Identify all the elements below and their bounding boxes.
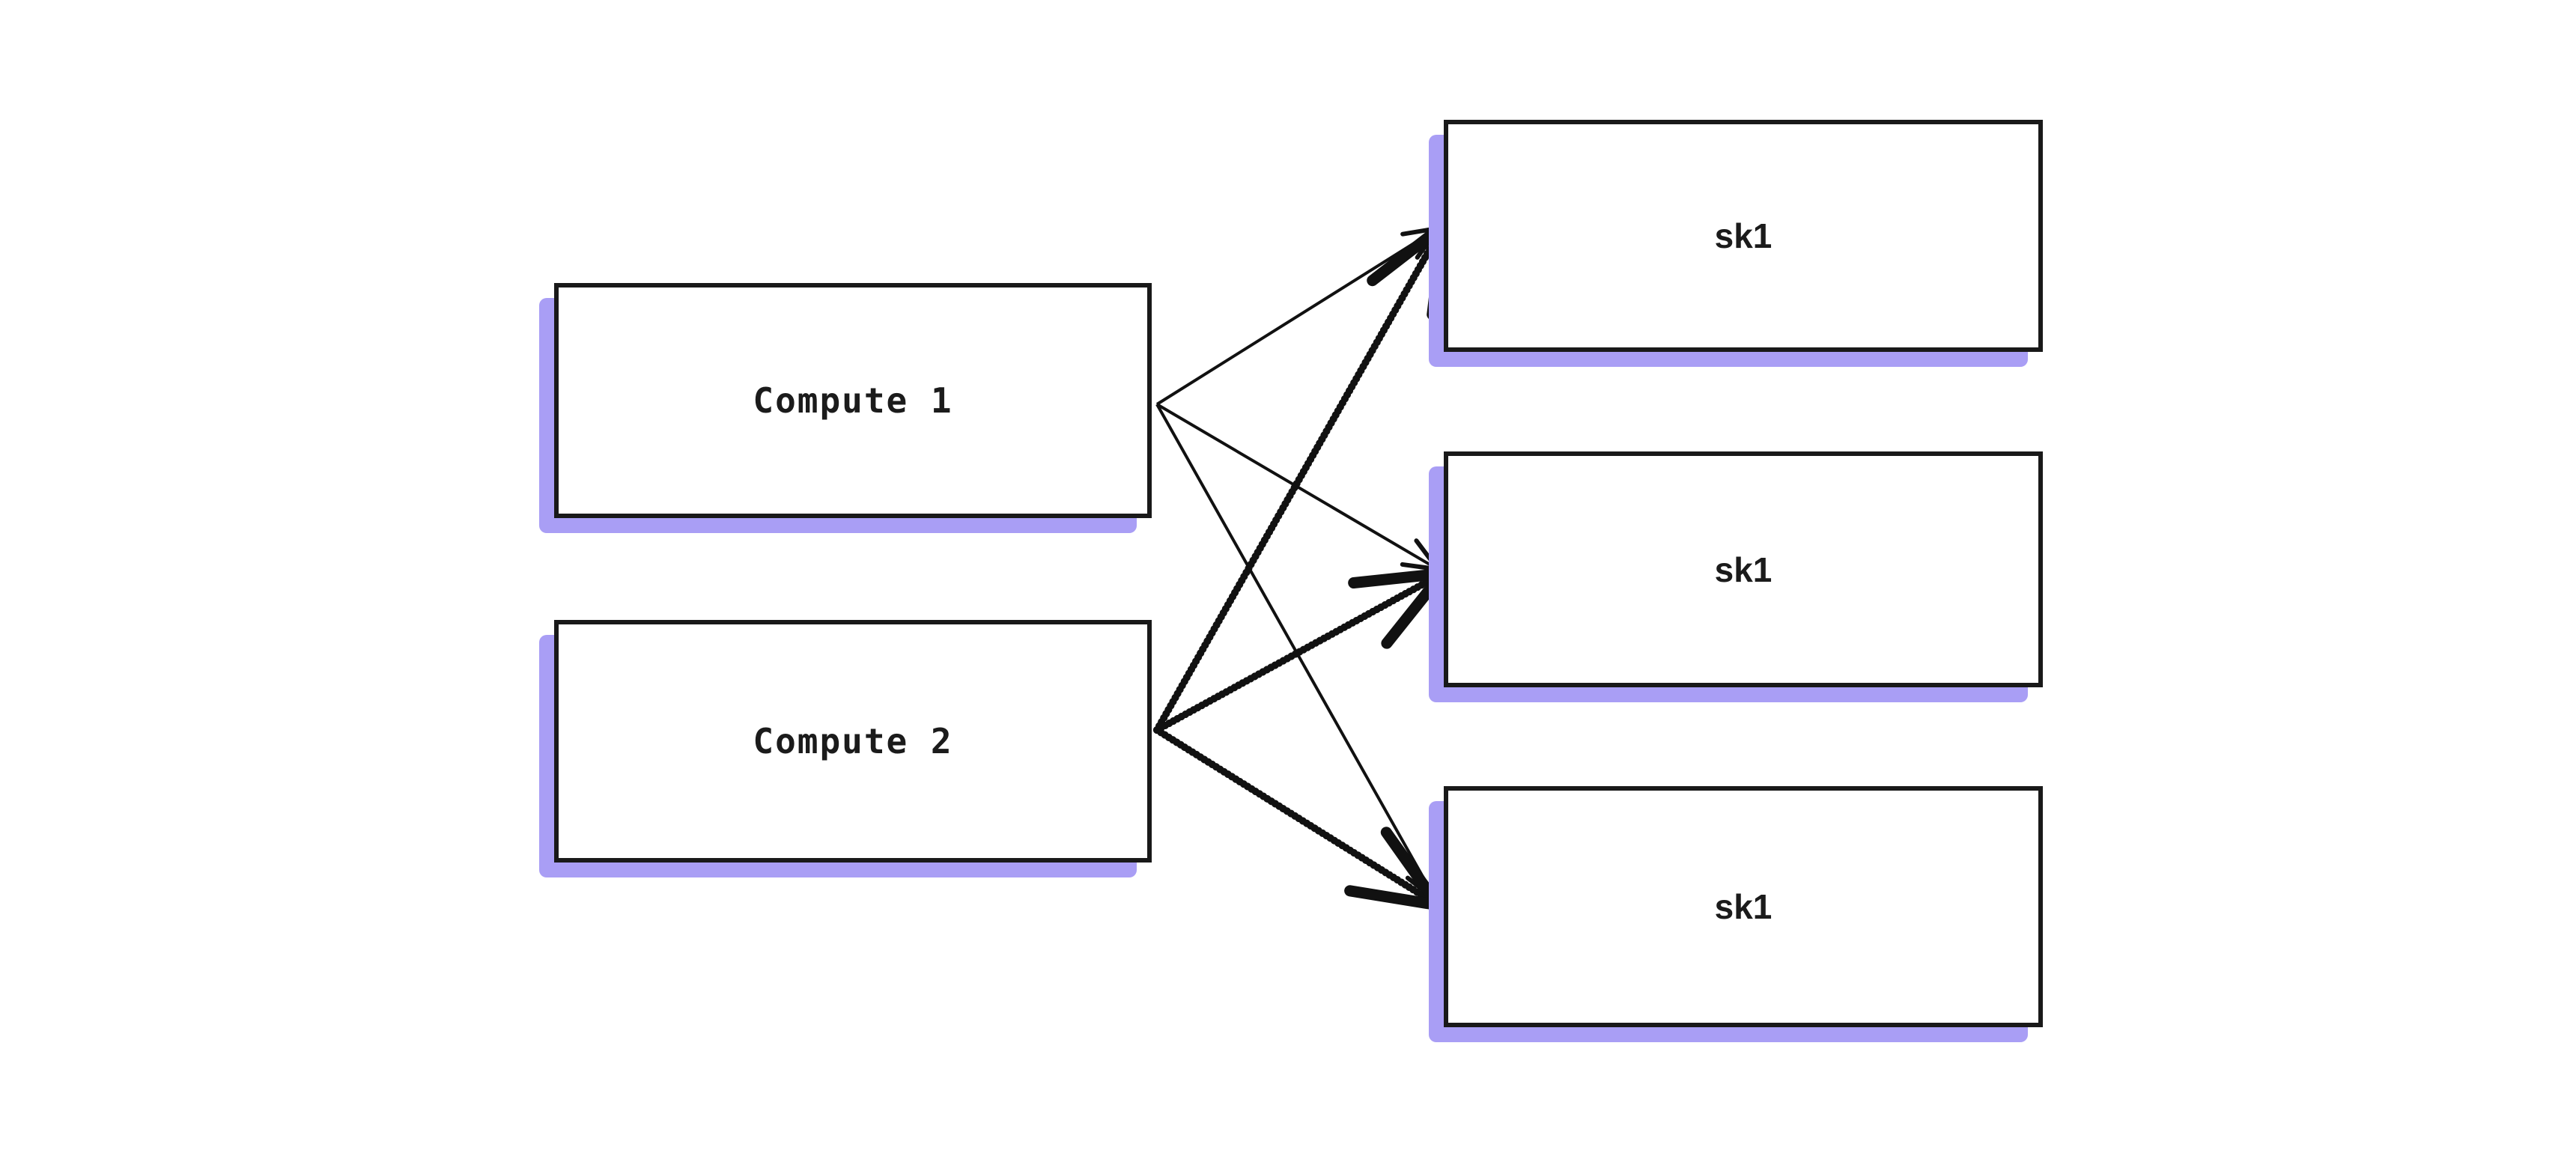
node-box[interactable]: sk1 [1444, 451, 2043, 687]
edge-e5 [1153, 568, 1448, 734]
node-compute-2[interactable]: Compute 2 [539, 620, 1152, 877]
node-label: Compute 2 [753, 721, 953, 761]
edge-e4 [1153, 220, 1449, 734]
node-sk1-bottom[interactable]: sk1 [1429, 786, 2043, 1042]
node-box[interactable]: Compute 1 [554, 283, 1152, 518]
node-label: sk1 [1714, 887, 1772, 926]
edge-e6 [1153, 726, 1444, 911]
node-sk1-middle[interactable]: sk1 [1429, 451, 2043, 702]
node-label: Compute 1 [753, 380, 953, 421]
node-compute-1[interactable]: Compute 1 [539, 283, 1152, 533]
node-sk1-top[interactable]: sk1 [1429, 120, 2043, 367]
node-box[interactable]: Compute 2 [554, 620, 1152, 863]
node-box[interactable]: sk1 [1444, 786, 2043, 1027]
node-box[interactable]: sk1 [1444, 120, 2043, 352]
node-label: sk1 [1714, 216, 1772, 255]
node-label: sk1 [1714, 550, 1772, 589]
